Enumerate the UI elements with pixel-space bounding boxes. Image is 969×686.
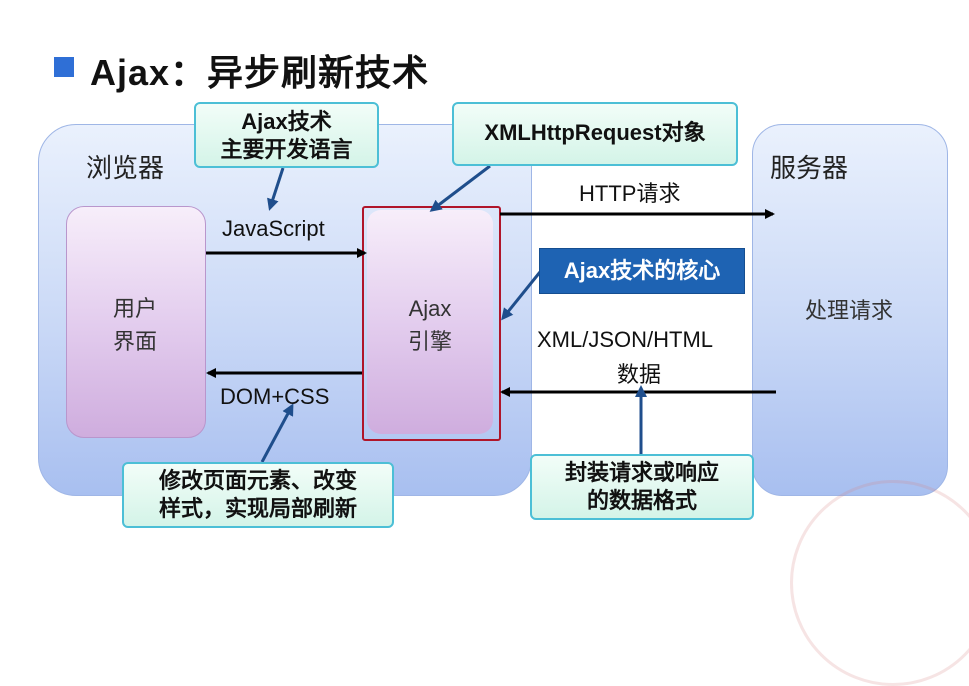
user-interface-line1: 用户 xyxy=(112,296,157,321)
response-data-label: 数据 xyxy=(617,362,662,387)
callout-ajax-language-line2: 主要开发语言 xyxy=(220,137,353,162)
javascript-label: JavaScript xyxy=(222,216,325,241)
callout-ajax-language-line1: Ajax技术 xyxy=(241,109,332,134)
ajax-engine-line1: Ajax xyxy=(408,296,452,321)
callout-modify-line1: 修改页面元素、改变 xyxy=(158,468,357,493)
browser-label: 浏览器 xyxy=(86,153,165,183)
http-request-label: HTTP请求 xyxy=(579,181,681,206)
user-interface-box xyxy=(66,206,206,438)
ajax-language-pointer xyxy=(267,167,285,211)
dom-css-label: DOM+CSS xyxy=(220,384,330,409)
title-bullet xyxy=(54,57,74,77)
server-container xyxy=(752,124,948,496)
server-process-label: 处理请求 xyxy=(804,298,893,323)
ajax-engine-line2: 引擎 xyxy=(407,329,452,354)
response-formats-label: XML/JSON/HTML xyxy=(537,327,714,352)
ajax-engine-box xyxy=(367,210,493,434)
callout-package-line1: 封装请求或响应 xyxy=(564,460,719,485)
callout-ajax-core: Ajax技术的核心 xyxy=(539,248,745,294)
xhr-pointer xyxy=(429,164,491,212)
flow-arrows xyxy=(206,164,776,463)
ajax-engine-label: Ajax 引擎 xyxy=(367,292,493,358)
core-pointer xyxy=(501,271,542,321)
callout-package-line2: 的数据格式 xyxy=(586,488,697,513)
callout-modify-page: 修改页面元素、改变 样式，实现局部刷新 xyxy=(122,462,394,528)
callout-modify-line2: 样式，实现局部刷新 xyxy=(158,496,357,521)
page-title: Ajax：异步刷新技术 xyxy=(90,52,430,93)
callout-xhr: XMLHttpRequest对象 xyxy=(452,102,738,166)
modify-pointer xyxy=(260,403,294,463)
server-label: 服务器 xyxy=(770,153,849,183)
user-interface-line2: 界面 xyxy=(112,329,157,354)
callout-package-format: 封装请求或响应 的数据格式 xyxy=(530,454,754,520)
callout-ajax-language: Ajax技术 主要开发语言 xyxy=(194,102,379,168)
user-interface-label: 用户 界面 xyxy=(66,292,204,358)
